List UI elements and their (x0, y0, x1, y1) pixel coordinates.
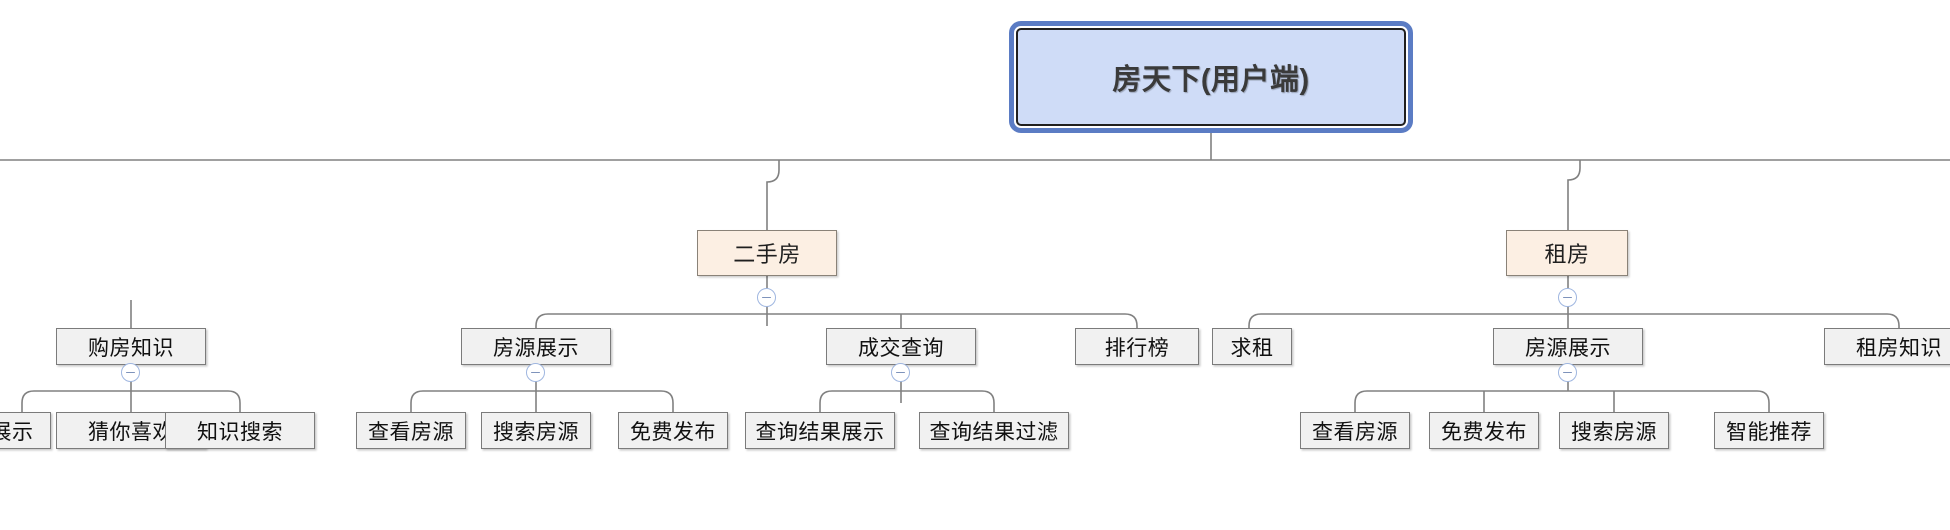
node-sh-listing-display[interactable]: 房源展示 (461, 328, 611, 365)
root-node-fangtianxia[interactable]: 房天下(用户端) (1009, 21, 1413, 133)
node-rt-smart-recommend[interactable]: 智能推荐 (1714, 412, 1824, 449)
node-rt-rental-knowledge[interactable]: 租房知识 (1824, 328, 1950, 365)
node-kb-display[interactable]: 展示 (0, 412, 51, 449)
node-label: 免费发布 (1441, 420, 1527, 444)
node-label: 求租 (1230, 336, 1274, 360)
collapse-toggle-home-buying-knowledge[interactable] (121, 363, 140, 382)
node-label: 房源展示 (1525, 336, 1611, 360)
node-label: 搜索房源 (1571, 420, 1657, 444)
node-label: 智能推荐 (1726, 420, 1812, 444)
node-sh-search-listings[interactable]: 搜索房源 (481, 412, 591, 449)
node-label: 房源展示 (493, 336, 579, 360)
node-rt-search-listings[interactable]: 搜索房源 (1559, 412, 1669, 449)
node-label: 免费发布 (630, 420, 716, 444)
node-kb-knowledge-search[interactable]: 知识搜索 (165, 412, 315, 449)
node-secondhand-housing[interactable]: 二手房 (697, 230, 837, 276)
node-sh-rankings[interactable]: 排行榜 (1075, 328, 1199, 365)
node-rt-seek-rental[interactable]: 求租 (1212, 328, 1292, 365)
node-label: 查看房源 (368, 420, 454, 444)
node-label: 成交查询 (858, 336, 944, 360)
node-rt-free-publish[interactable]: 免费发布 (1429, 412, 1539, 449)
node-home-buying-knowledge[interactable]: 购房知识 (56, 328, 206, 365)
collapse-toggle-sh-listing-display[interactable] (526, 363, 545, 382)
node-sh-query-result-display[interactable]: 查询结果展示 (745, 412, 895, 449)
node-rt-view-listings[interactable]: 查看房源 (1300, 412, 1410, 449)
collapse-toggle-sh-transaction-query[interactable] (891, 363, 910, 382)
node-label: 购房知识 (88, 336, 174, 360)
node-sh-view-listings[interactable]: 查看房源 (356, 412, 466, 449)
node-label: 查询结果过滤 (929, 420, 1059, 444)
node-sh-transaction-query[interactable]: 成交查询 (826, 328, 976, 365)
node-label: 租房知识 (1856, 336, 1942, 360)
collapse-toggle-rt-listing-display[interactable] (1558, 363, 1577, 382)
node-sh-query-result-filter[interactable]: 查询结果过滤 (919, 412, 1069, 449)
collapse-toggle-rental[interactable] (1558, 288, 1577, 307)
node-label: 猜你喜欢 (88, 420, 174, 444)
node-label: 查看房源 (1312, 420, 1398, 444)
node-label: 展示 (0, 420, 34, 444)
node-label: 排行榜 (1104, 336, 1170, 360)
node-label: 查询结果展示 (755, 420, 885, 444)
node-rt-listing-display[interactable]: 房源展示 (1493, 328, 1643, 365)
node-label: 租房 (1544, 242, 1590, 267)
collapse-toggle-secondhand[interactable] (757, 288, 776, 307)
node-sh-free-publish[interactable]: 免费发布 (618, 412, 728, 449)
node-label: 搜索房源 (493, 420, 579, 444)
node-label: 二手房 (733, 242, 801, 267)
node-rental-housing[interactable]: 租房 (1506, 230, 1628, 276)
node-label: 知识搜索 (197, 420, 283, 444)
root-node-label: 房天下(用户端) (1112, 64, 1310, 96)
